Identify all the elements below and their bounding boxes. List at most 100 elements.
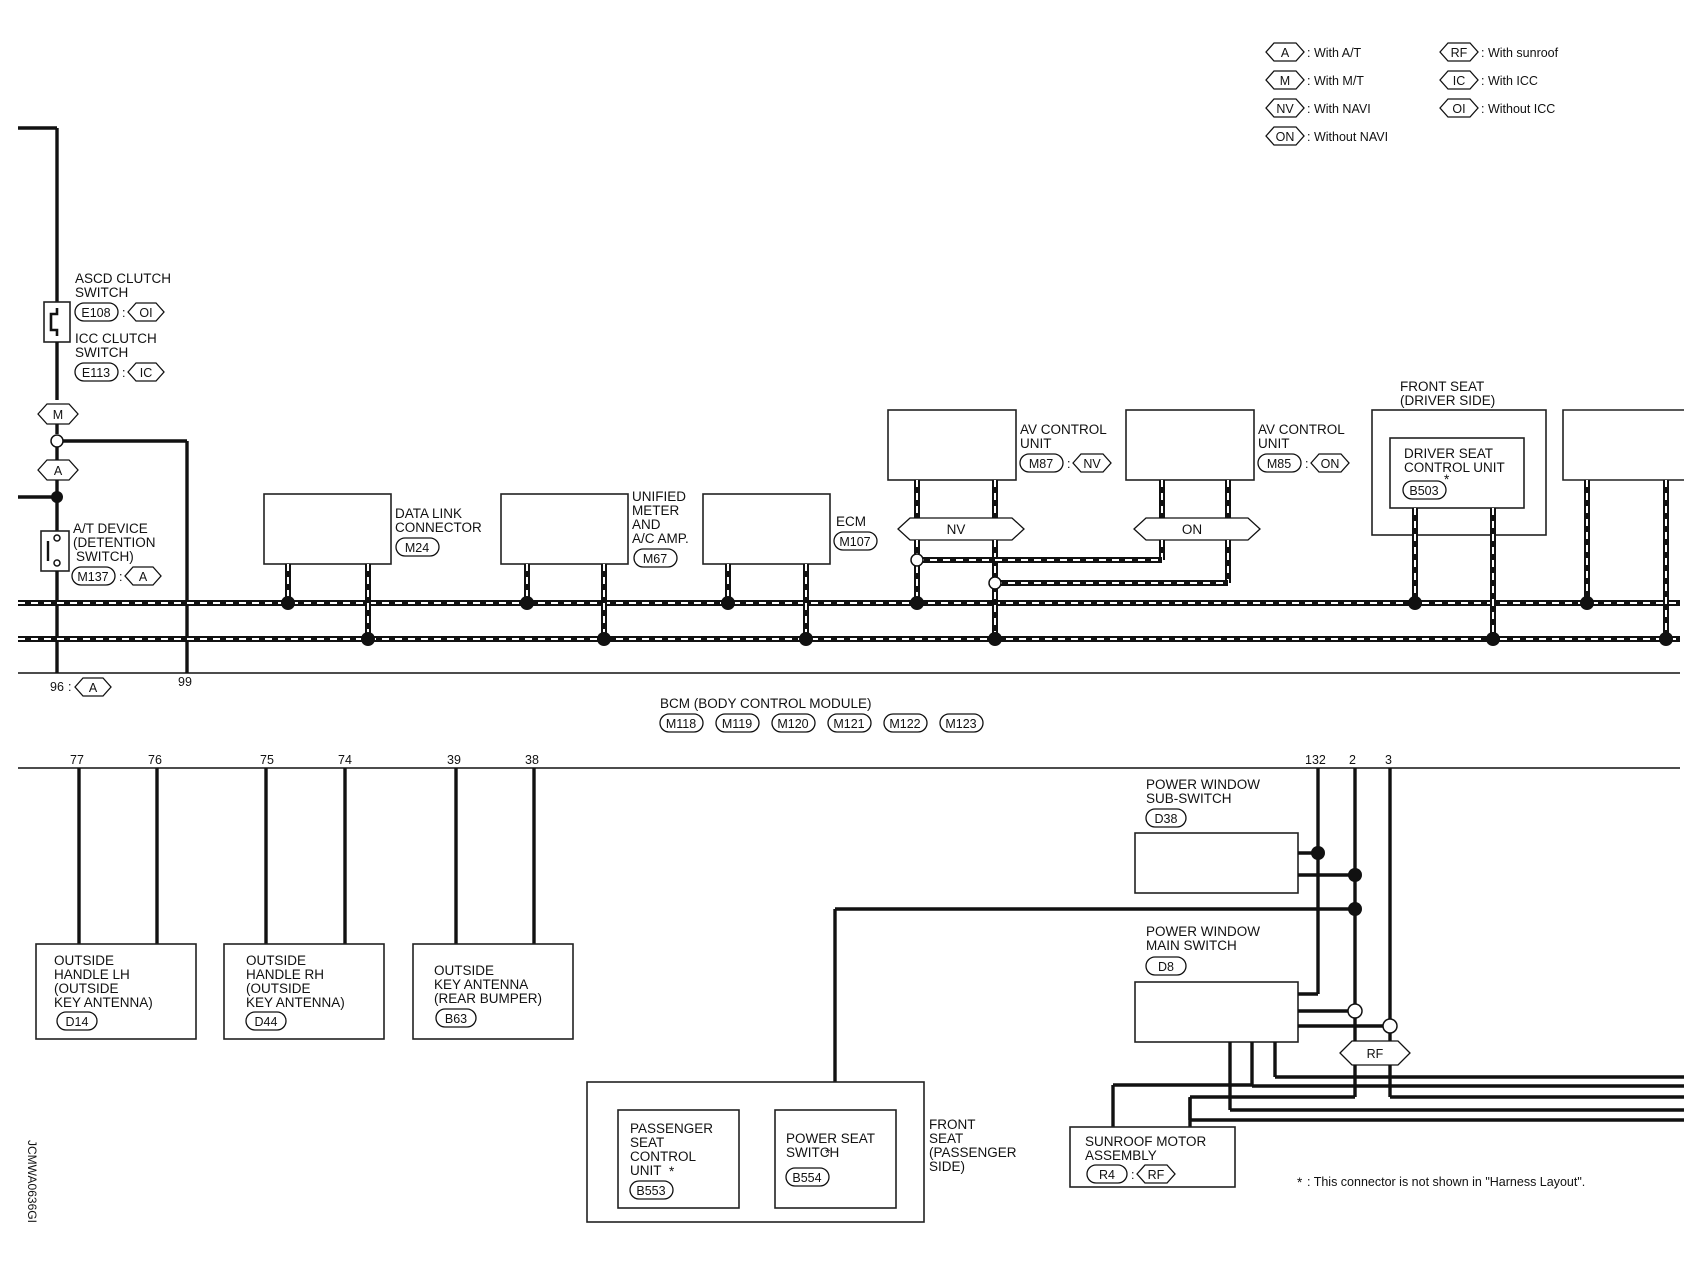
legend-text: : With A/T: [1307, 46, 1362, 60]
partial-module-box: [1562, 409, 1684, 481]
can-bus: [18, 600, 1680, 642]
separator: :: [1305, 457, 1308, 471]
pin-75: 75: [260, 753, 274, 767]
connector-m122: M122: [889, 717, 920, 731]
ascd-clutch-switch-label: ASCD CLUTCH SWITCH: [75, 271, 175, 300]
connector-m87: M87: [1029, 457, 1053, 471]
pin-96-option: A: [89, 681, 98, 695]
av-control-unit-nv-box: [887, 409, 1017, 481]
data-link-connector-box: [263, 493, 392, 565]
ascd-connector-row: E108 : OI: [74, 302, 165, 322]
separator: :: [1131, 1168, 1134, 1182]
option-ic: IC: [140, 366, 153, 380]
outside-handle-rh-label: OUTSIDE HANDLE RH (OUTSIDE KEY ANTENNA): [246, 953, 345, 1010]
pin-74: 74: [338, 753, 352, 767]
connector-d38: D38: [1155, 812, 1178, 826]
legend-text: : With ICC: [1481, 74, 1538, 88]
legend-text: : With NAVI: [1307, 102, 1371, 116]
power-seat-switch-box: [774, 1109, 897, 1209]
branch-label-on: ON: [1182, 522, 1202, 537]
pw-main-switch-label: POWER WINDOW MAIN SWITCH: [1146, 924, 1264, 953]
connector-e113: E113: [82, 366, 110, 380]
pin-132: 132: [1305, 753, 1326, 767]
pw-main-switch-box: [1134, 981, 1299, 1043]
av-control-unit-on-label: AV CONTROL UNIT: [1258, 422, 1348, 451]
separator: :: [68, 680, 71, 694]
legend-item-ic: IC : With ICC: [1439, 70, 1538, 90]
legend-code: RF: [1451, 46, 1468, 60]
unified-meter-label: UNIFIED METER AND A/C AMP.: [632, 489, 690, 546]
legend-item-rf: RF : With sunroof: [1439, 42, 1559, 62]
separator: :: [1067, 457, 1070, 471]
connector-b553: B553: [636, 1184, 665, 1198]
branch-label-nv: NV: [947, 522, 966, 537]
connector-m120: M120: [777, 717, 808, 731]
driver-seat-control-unit-label: DRIVER SEAT CONTROL UNIT: [1404, 446, 1505, 475]
pin-3: 3: [1385, 753, 1392, 767]
pin-2: 2: [1349, 753, 1356, 767]
connector-m107: M107: [839, 535, 870, 549]
connector-b503: B503: [1409, 484, 1438, 498]
front-seat-passenger-label: FRONT SEAT (PASSENGER SIDE): [929, 1117, 1020, 1174]
connector-m119: M119: [722, 717, 752, 731]
connector-b63: B63: [445, 1012, 467, 1026]
connector-m67: M67: [643, 552, 667, 566]
legend-code: ON: [1276, 130, 1295, 144]
sunroof-motor-assembly-label: SUNROOF MOTOR ASSEMBLY: [1085, 1134, 1210, 1163]
pin-99: 99: [178, 675, 192, 689]
connector-m24: M24: [405, 541, 429, 555]
footnote-text: : This connector is not shown in "Harnes…: [1307, 1175, 1585, 1189]
legend-text: : With M/T: [1307, 74, 1364, 88]
left-switch-chain: M A: [18, 126, 189, 673]
power-seat-switch-label: POWER SEAT SWITCH: [786, 1131, 879, 1160]
av-control-unit-nv-label: AV CONTROL UNIT: [1020, 422, 1110, 451]
option-oi: OI: [139, 306, 152, 320]
ecm-box: [702, 493, 831, 565]
data-link-connector-label: DATA LINK CONNECTOR: [395, 506, 482, 535]
legend-item-oi: OI : Without ICC: [1439, 98, 1555, 118]
option-on: ON: [1321, 457, 1340, 471]
footnote-star: *: [825, 1146, 831, 1161]
branch-label-a: A: [54, 464, 63, 478]
legend-code: IC: [1453, 74, 1466, 88]
legend-code: OI: [1452, 102, 1465, 116]
bcm-connectors: M118 M119 M120 M121 M122 M123: [659, 713, 984, 733]
legend-text: : With sunroof: [1481, 46, 1559, 60]
legend: A : With A/T M : With M/T NV : With NAVI…: [1265, 42, 1559, 146]
branch-label-m: M: [53, 408, 63, 422]
option-a: A: [139, 570, 148, 584]
option-rf: RF: [1148, 1168, 1165, 1182]
separator: :: [122, 306, 125, 320]
footnote-star: *: [1297, 1175, 1303, 1190]
pin-96: 96: [50, 680, 64, 694]
connector-r4: R4: [1099, 1168, 1115, 1182]
at-device-connector-row: M137 : A: [71, 566, 162, 586]
connector-m137: M137: [77, 570, 108, 584]
connector-m123: M123: [945, 717, 976, 731]
unified-meter-box: [500, 493, 629, 565]
pw-sub-switch-box: [1134, 832, 1299, 894]
at-device-label: A/T DEVICE (DETENTION SWITCH): [73, 521, 159, 564]
icc-connector-row: E113 : IC: [74, 362, 165, 382]
connector-b554: B554: [792, 1171, 821, 1185]
legend-text: : Without NAVI: [1307, 130, 1388, 144]
av-control-unit-on-box: [1125, 409, 1255, 481]
bcm-label: BCM (BODY CONTROL MODULE): [660, 696, 872, 711]
ecm-label: ECM: [836, 514, 866, 529]
option-nv: NV: [1083, 457, 1101, 471]
connector-d8: D8: [1158, 960, 1174, 974]
connector-m118: M118: [666, 717, 696, 731]
separator: :: [119, 570, 122, 584]
legend-item-nv: NV : With NAVI: [1265, 98, 1371, 118]
legend-item-a: A : With A/T: [1265, 42, 1362, 62]
outside-key-antenna-label: OUTSIDE KEY ANTENNA (REAR BUMPER): [434, 963, 542, 1006]
legend-item-m: M : With M/T: [1265, 70, 1364, 90]
connector-d14: D14: [66, 1015, 89, 1029]
separator: :: [122, 366, 125, 380]
connector-m121: M121: [833, 717, 864, 731]
pw-sub-switch-label: POWER WINDOW SUB-SWITCH: [1146, 777, 1264, 806]
legend-code: NV: [1276, 102, 1294, 116]
pin-76: 76: [148, 753, 162, 767]
branch-label-rf: RF: [1367, 1047, 1384, 1061]
